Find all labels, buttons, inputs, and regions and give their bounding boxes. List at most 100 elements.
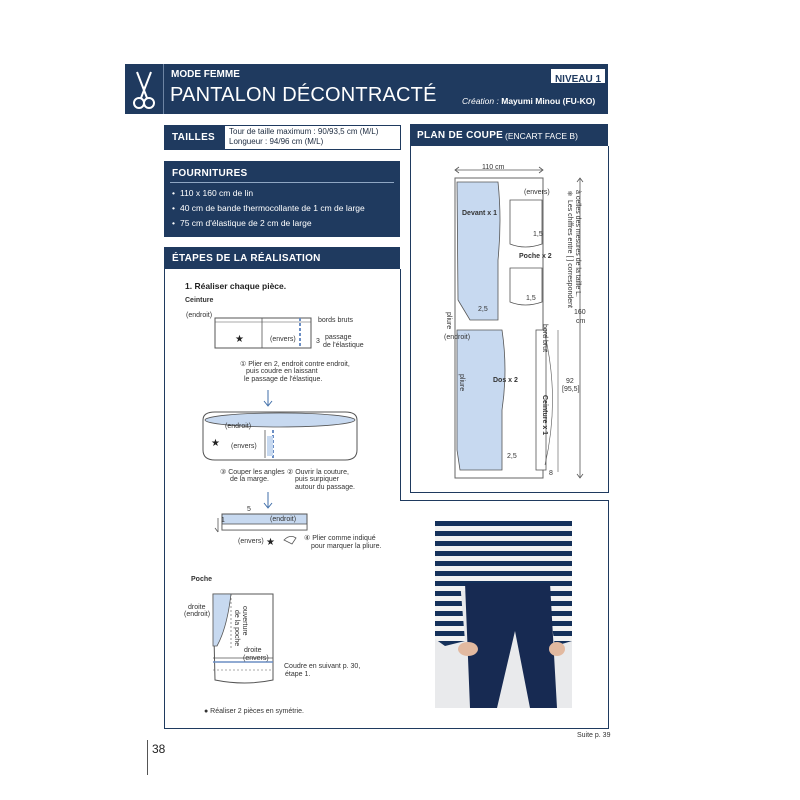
- svg-text:★: ★: [266, 537, 275, 546]
- pocket-instruction-2: étape 1.: [285, 671, 311, 678]
- cut-margin-25a: 2,5: [478, 306, 488, 313]
- folded-piece-icon: [283, 536, 297, 545]
- sizes-line-2: Longueur : 94/96 cm (M/L): [229, 137, 324, 146]
- belt-endroit-label: (endroit): [186, 312, 213, 319]
- step-4b: pour marquer la pliure.: [311, 543, 382, 550]
- cutting-plan-diagram: [454, 166, 584, 479]
- step-2c: autour du passage.: [295, 484, 355, 491]
- pocket-opening-1: ouverture: [241, 606, 248, 636]
- sizes-values-box: [224, 125, 401, 150]
- down-arrow-2: [263, 492, 273, 509]
- star-icon: ★: [266, 537, 275, 546]
- cut-margin-15b: 1,5: [526, 295, 536, 302]
- step-1c: le passage de l'élastique.: [244, 376, 323, 383]
- tube-endroit-label: (endroit): [225, 423, 252, 430]
- supply-item: 75 cm d'élastique de 2 cm de large: [172, 216, 398, 231]
- page-number: 38: [152, 742, 166, 756]
- creation-name: Mayumi Minou (FU-KO): [501, 96, 596, 106]
- steps-panel-right: [608, 500, 609, 729]
- belt-envers-label: (envers): [270, 336, 296, 343]
- supplies-divider: [170, 182, 394, 183]
- page-title: PANTALON DÉCONTRACTÉ: [170, 84, 437, 106]
- cut-envers-label: (envers): [524, 189, 550, 196]
- symmetry-note: ● Réaliser 2 pièces en symétrie.: [204, 708, 304, 715]
- level-badge: NIVEAU 1: [550, 68, 606, 85]
- scissors-icon: [133, 71, 155, 109]
- belt-passage-label: passage: [325, 334, 352, 341]
- supplies-title: FOURNITURES: [172, 168, 248, 179]
- step-4a: ④ Plier comme indiqué: [304, 535, 376, 542]
- belt-step4-diagram: [214, 513, 308, 533]
- folded-num-5: 5: [247, 506, 251, 513]
- pocket-droite-1: droite: [188, 604, 206, 611]
- svg-text:★: ★: [235, 334, 244, 345]
- step-1a: ① Plier en 2, endroit contre endroit,: [240, 361, 350, 368]
- step-2b: puis surpiquer: [295, 476, 339, 483]
- folded-num-1: 1: [221, 517, 225, 524]
- svg-text:★: ★: [211, 438, 220, 449]
- steps-panel-top-connector: [400, 500, 608, 501]
- category-label: MODE FEMME: [171, 69, 240, 80]
- header-band: [125, 64, 608, 114]
- supply-item: 110 x 160 cm de lin: [172, 186, 398, 201]
- cut-length-92: 92: [566, 378, 574, 385]
- pocket-title: Poche: [191, 576, 213, 583]
- cut-length-value: 160: [574, 309, 586, 316]
- down-arrow-1: [263, 390, 273, 407]
- pocket-instruction-1: Coudre en suivant p. 30,: [284, 663, 361, 670]
- cut-ceinture-label: Ceinture x 1: [541, 395, 548, 436]
- folded-endroit-label: (endroit): [270, 516, 297, 523]
- supplies-list: 110 x 160 cm de lin 40 cm de bande therm…: [172, 186, 398, 231]
- belt-title: Ceinture: [185, 297, 214, 304]
- belt-step1-diagram: ★: [214, 317, 312, 349]
- step-1b: puis coudre en laissant: [246, 368, 318, 375]
- tube-envers-label: (envers): [231, 443, 257, 450]
- creation-line: Création : Mayumi Minou (FU-KO): [462, 96, 595, 106]
- level-text: NIVEAU 1: [554, 74, 602, 85]
- cut-dos-label: Dos x 2: [493, 377, 518, 384]
- cut-margin-15a: 1,5: [533, 231, 543, 238]
- cutting-plan-subtitle: (ENCART FACE B): [505, 131, 578, 141]
- step-3a: ③ Couper les angles: [220, 469, 285, 476]
- belt-num-3: 3: [316, 338, 320, 345]
- belt-step2-diagram: ★: [202, 411, 358, 461]
- sizes-label: TAILLES: [172, 132, 216, 143]
- pocket-diagram: [212, 593, 274, 684]
- cutting-plan-frame: [410, 146, 609, 493]
- steps-title: ÉTAPES DE LA RÉALISATION: [172, 253, 321, 264]
- creation-label: Création :: [462, 96, 499, 106]
- steps-panel-left-connector: [400, 269, 401, 501]
- supply-item: 40 cm de bande thermocollante de 1 cm de…: [172, 201, 398, 216]
- cut-bord-brut-label: bord brut: [541, 324, 548, 353]
- pocket-opening-2: de la poche: [233, 610, 240, 647]
- cutting-plan-title-box: PLAN DE COUPE (ENCART FACE B): [410, 124, 608, 146]
- product-photo: [435, 521, 572, 708]
- cut-margin-25b: 2,5: [507, 453, 517, 460]
- page-number-divider: [147, 740, 148, 775]
- belt-bords-bruts-label: bords bruts: [318, 317, 354, 324]
- sizes-label-box: TAILLES: [164, 125, 224, 150]
- steps-panel-border: [164, 269, 401, 729]
- continuation-note: Suite p. 39: [577, 732, 611, 739]
- cut-devant-label: Devant x 1: [462, 210, 498, 217]
- step-2a: ② Ouvrir la couture,: [287, 469, 349, 476]
- cut-length-955: [95,5]: [562, 386, 580, 393]
- cut-pliure-label: pliure: [445, 312, 452, 330]
- cut-note-1: ※ Les chiffres entre [ ] correspondent: [566, 190, 573, 308]
- cut-note-2: à celles des mesures de la taille L.: [574, 190, 581, 297]
- cut-endroit-label: (endroit): [444, 334, 471, 341]
- sizes-line-1: Tour de taille maximum : 90/93,5 cm (M/L…: [229, 127, 379, 136]
- step-1-heading: 1. Réaliser chaque pièce.: [185, 281, 287, 291]
- cut-margin-8: 8: [549, 470, 553, 477]
- steps-panel-bottom: [164, 728, 609, 729]
- pocket-envers: (envers): [243, 655, 269, 662]
- steps-title-box: ÉTAPES DE LA RÉALISATION: [164, 247, 400, 269]
- pocket-droite-2: droite: [244, 647, 262, 654]
- step-3b: de la marge.: [230, 476, 269, 483]
- belt-passage-label-2: de l'élastique: [323, 342, 364, 349]
- scissors-logo-box: [125, 64, 164, 114]
- cut-poche-label: Poche x 2: [519, 253, 552, 260]
- cut-width-label: 110 cm: [482, 164, 505, 171]
- folded-envers-label: (envers): [238, 538, 264, 545]
- pocket-endroit: (endroit): [184, 611, 211, 618]
